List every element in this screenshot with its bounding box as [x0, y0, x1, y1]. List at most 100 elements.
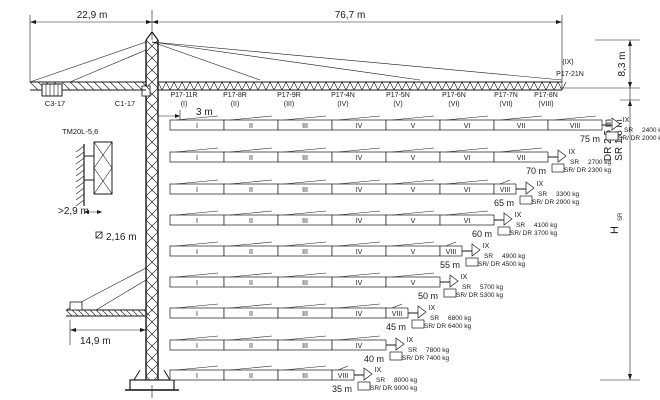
dr-label: SR/ DR [456, 292, 478, 299]
counter-jib-section-c1: C1-17 [115, 99, 135, 108]
jib-length: 50 m [418, 291, 438, 301]
hook-icon [497, 226, 511, 236]
counter-jib: C3-17 C1-17 [29, 41, 151, 108]
jib-length-label: 76,7 m [335, 10, 366, 21]
tower-mast [125, 31, 179, 398]
segment-label: I [196, 373, 198, 380]
sr-load: 7800 kg [426, 347, 450, 354]
top-height-label: 8,3 m [617, 51, 628, 76]
segment-label: II [249, 218, 253, 225]
hook-icon [411, 319, 425, 329]
segment-label: VI [464, 187, 471, 194]
segment-label: II [249, 311, 253, 318]
segment-label: I [196, 280, 198, 287]
sr-label: SR [408, 347, 417, 354]
segment-label: VIII [500, 187, 511, 194]
jib-section-roman: (I) [181, 101, 188, 108]
jib-section-roman: (III) [284, 101, 295, 108]
jib-length: 70 m [526, 166, 546, 176]
jib-section-code: P17-9R [277, 92, 301, 99]
tip-label: IX [623, 117, 630, 124]
segment-label: III [302, 123, 308, 130]
sr-height: SR 1,6 m [614, 119, 625, 161]
segment-label: VIII [570, 123, 581, 130]
jib-section-roman: (II) [231, 101, 240, 108]
mast-width: 2,16 m [95, 231, 137, 243]
segment-label: I [196, 123, 198, 130]
segment-label: II [249, 280, 253, 287]
jib-section-roman: (VIII) [538, 101, 553, 108]
main-jib: P17-11R(I)P17-8R(II)P17-9R(III)P17-4N(IV… [151, 41, 584, 108]
sr-label: SR [484, 253, 493, 260]
jib-section-roman: (VI) [448, 101, 459, 108]
segment-label: V [411, 187, 416, 194]
segment-label: IV [356, 311, 363, 318]
dr-load: 9000 kg [394, 385, 418, 392]
segment-label: IV [356, 218, 363, 225]
jib-length: 75 m [580, 134, 600, 144]
tip-label: IX [483, 243, 490, 250]
segment-label: II [249, 155, 253, 162]
hook-icon [551, 163, 565, 173]
climbing-width-label: >2,9 m [58, 206, 89, 217]
tip-label: IX [515, 212, 522, 219]
segment-label: IV [356, 280, 363, 287]
mast-width-label: 2,16 m [106, 232, 137, 243]
segment-label: III [302, 343, 308, 350]
dr-label: SR/ DR [618, 135, 640, 142]
segment-label: V [411, 155, 416, 162]
sr-dr-label: SR 1,6 m [614, 119, 625, 161]
dr-load: 6400 kg [448, 323, 472, 330]
segment-label: I [196, 311, 198, 318]
erection-inset: 14,9 m [65, 267, 151, 347]
sr-label: SR [430, 315, 439, 322]
jib-section-code: P17-4N [331, 92, 355, 99]
segment-label: III [302, 311, 308, 318]
segment-label: I [196, 249, 198, 256]
hook-icon [357, 381, 371, 391]
segment-label: II [249, 373, 253, 380]
tip-label: IX [375, 367, 382, 374]
dr-load: 3700 kg [534, 230, 558, 237]
h-under-hook-sub: SR [618, 212, 624, 221]
segment-label: II [249, 343, 253, 350]
jib-section-code: P17-5N [386, 92, 410, 99]
dr-label: SR/ DR [478, 261, 500, 268]
segment-label: IV [356, 155, 363, 162]
tip-label: IX [569, 149, 576, 156]
h-under-hook-label: H [609, 226, 621, 234]
erection-width-label: 14,9 m [80, 336, 111, 347]
cabin [141, 85, 151, 97]
sr-load: 4900 kg [502, 253, 526, 260]
dr-load: 2000 kg [642, 135, 660, 142]
counter-jib-section-c3: C3-17 [45, 99, 65, 108]
segment-label: IV [356, 343, 363, 350]
segment-label: IV [356, 249, 363, 256]
segment-label: I [196, 343, 198, 350]
hook-icon [389, 351, 403, 361]
dr-load: 4500 kg [502, 261, 526, 268]
hook-icon [519, 195, 533, 205]
jib-length: 65 m [494, 198, 514, 208]
sr-load: 8000 kg [394, 377, 418, 384]
segment-label: VI [464, 155, 471, 162]
dr-label: SR/ DR [402, 355, 424, 362]
segment-label: II [249, 187, 253, 194]
top-dimensions: 22,9 m 76,7 m [29, 10, 563, 88]
jib-section-roman: (VII) [499, 101, 512, 108]
hook-icon [605, 131, 619, 141]
segment-label: II [249, 249, 253, 256]
sr-load: 6800 kg [448, 315, 472, 322]
segment-label: I [196, 155, 198, 162]
segment-label: II [249, 123, 253, 130]
dr-load: 2900 kg [556, 199, 580, 206]
dr-load: 7400 kg [426, 355, 450, 362]
sr-load: 2700 kg [588, 159, 612, 166]
hook-icon [465, 257, 479, 267]
